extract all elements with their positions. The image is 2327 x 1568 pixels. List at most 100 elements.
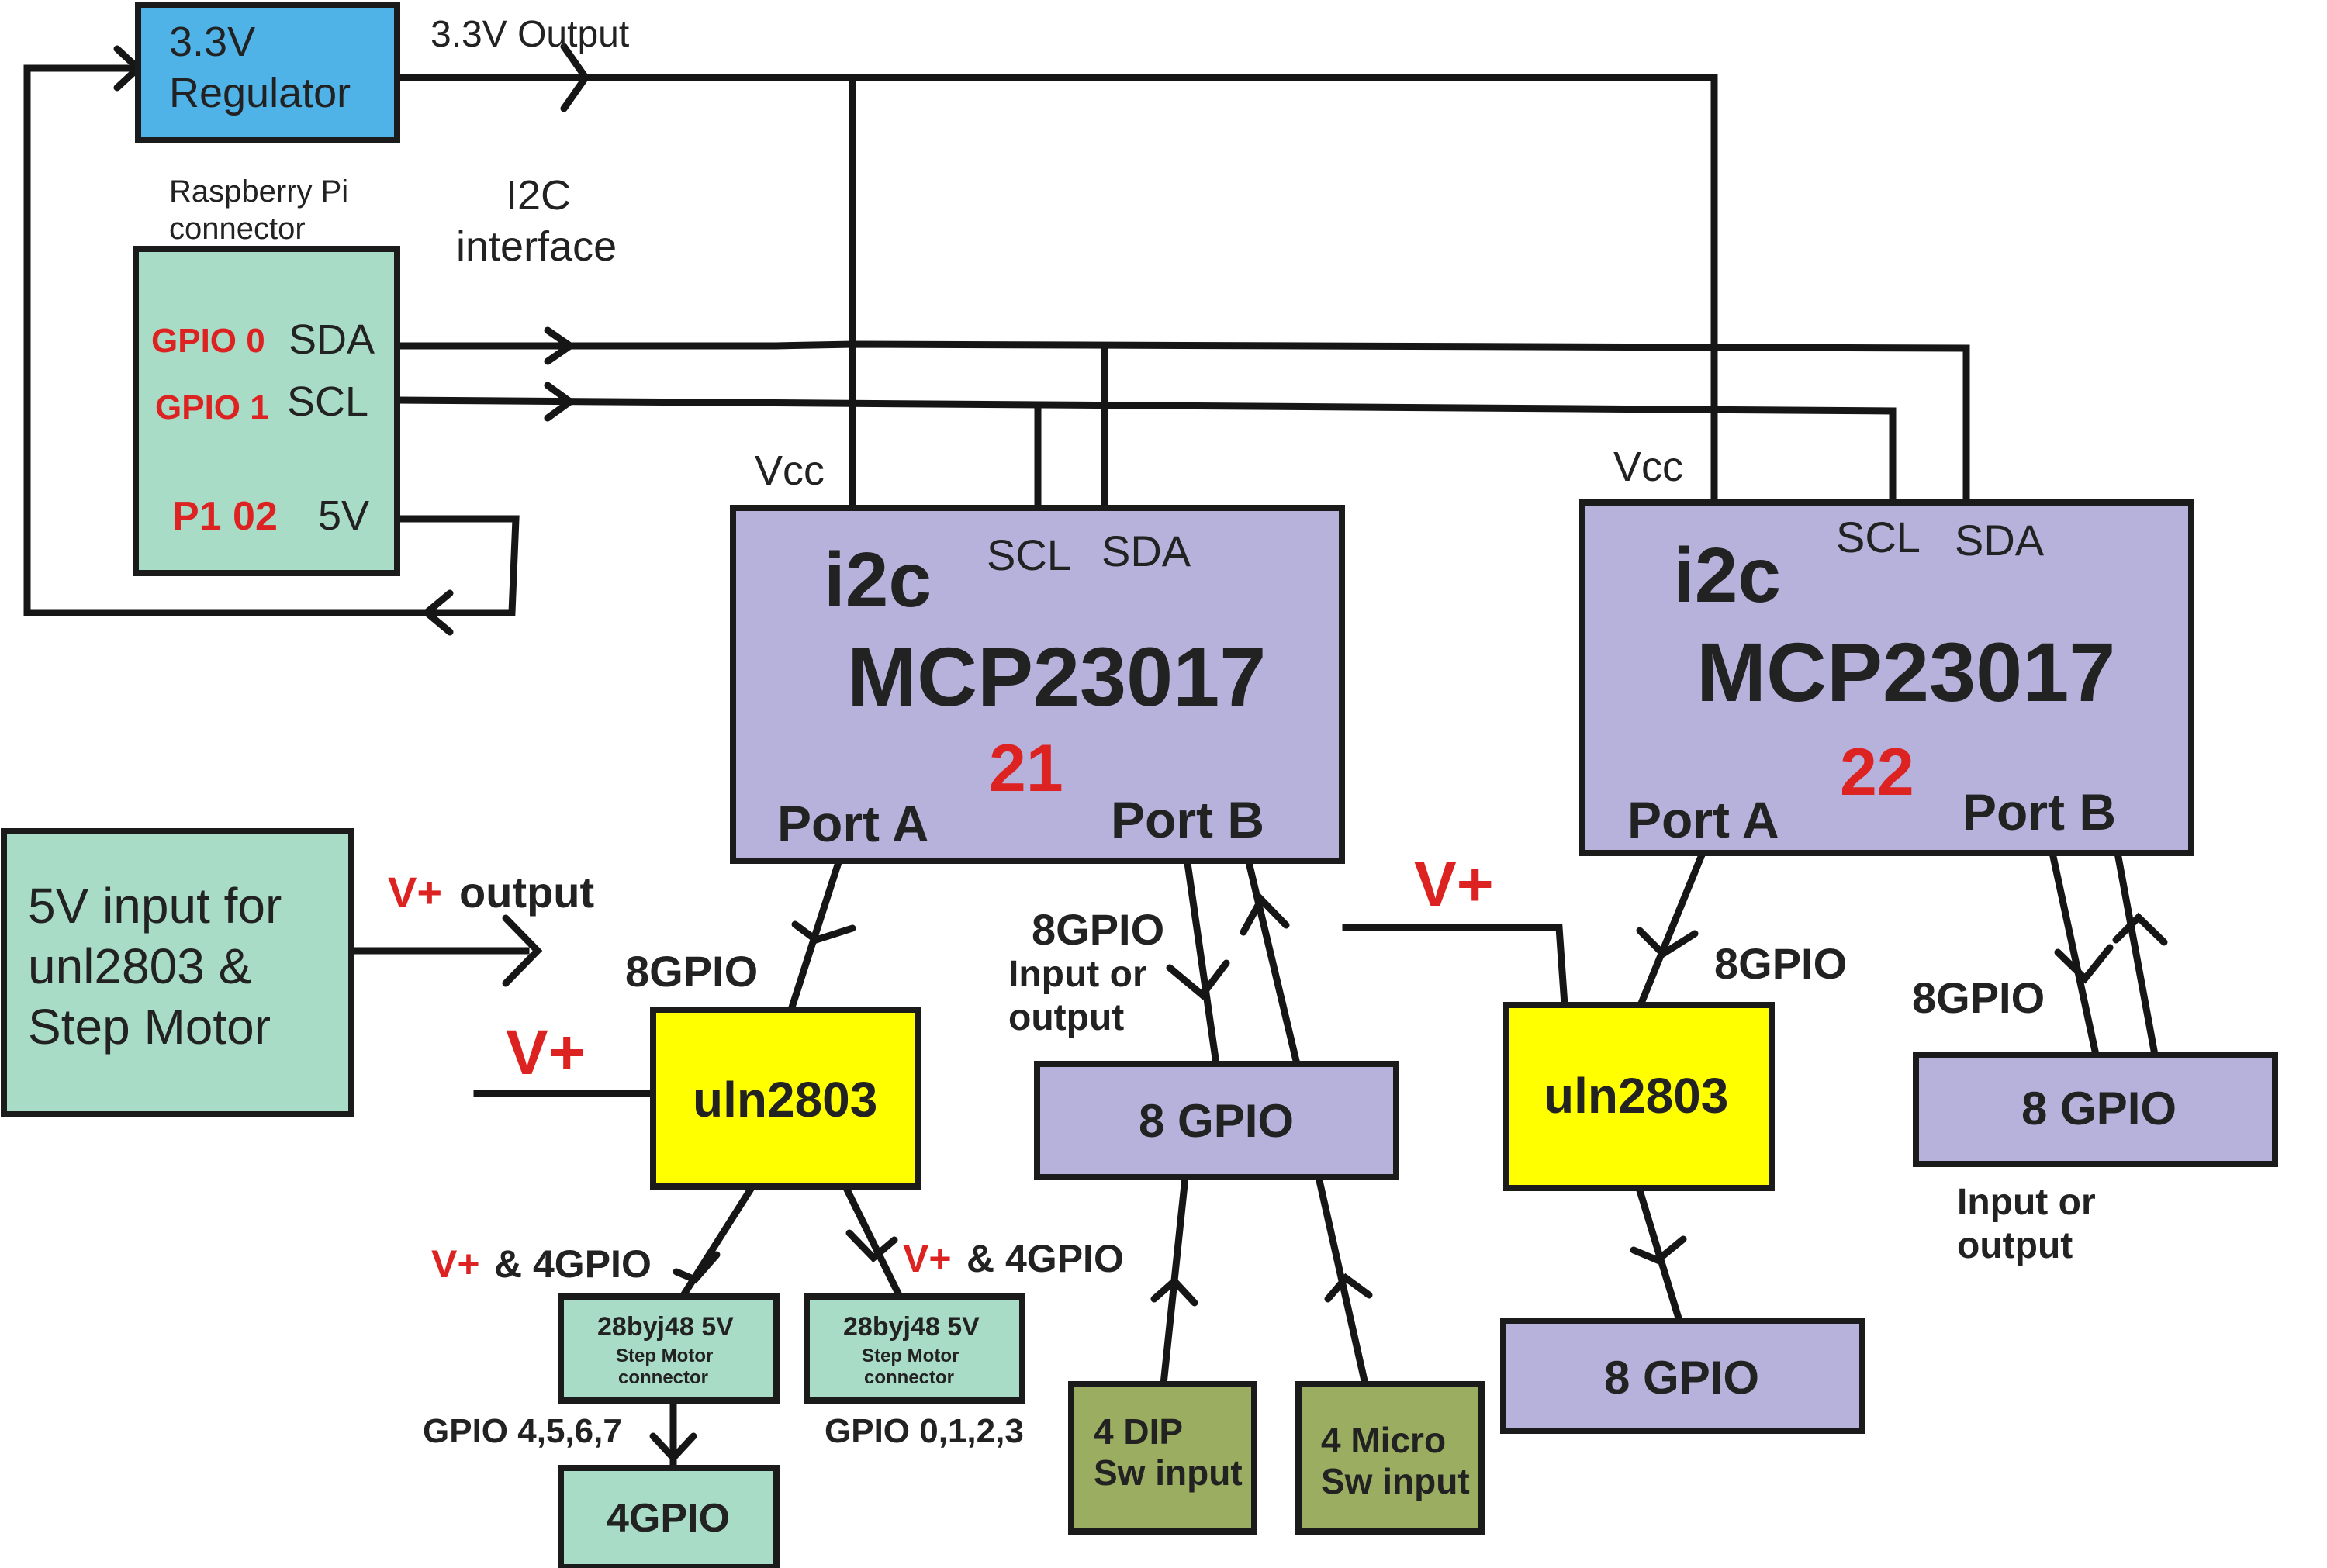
power-input-line-1: 5V input for	[28, 878, 282, 934]
chip-part: MCP23017	[847, 630, 1266, 724]
output-label: output	[459, 868, 594, 917]
motor-pins-label: GPIO 4,5,6,7	[423, 1412, 622, 1450]
sda-label: SDA	[1955, 516, 2045, 565]
driver-2: V+ 8GPIO uln2803 8 GPIO	[1414, 849, 1865, 1434]
driver2-to-gpio	[1634, 1183, 1684, 1325]
input-or-output-label-1: Input or	[1008, 954, 1147, 995]
switch-label-2: Sw input	[1321, 1461, 1470, 1501]
chip-address: 21	[989, 731, 1063, 806]
i2c-interface-label-1: I2C	[506, 172, 571, 219]
power-input-line-3: Step Motor	[28, 999, 271, 1055]
power-input-block: 5V input for unl2803 & Step Motor V+ out…	[1, 828, 594, 1117]
chip-21: Vcc SCL SDA i2c MCP23017 21 Port A Port …	[730, 447, 1345, 864]
gpio-box-label: 8 GPIO	[1604, 1352, 1759, 1404]
gpio-box	[1034, 1061, 1399, 1180]
port-a-label: Port A	[1627, 791, 1779, 848]
arrow-up-icon	[1150, 1276, 1198, 1307]
pi-connector-caption-2: connector	[169, 212, 306, 246]
gpio-branch-label-2: & 4GPIO	[966, 1237, 1124, 1280]
chip-part: MCP23017	[1696, 625, 2115, 719]
switch-label-1: 4 Micro	[1321, 1420, 1446, 1460]
port-a-label: Port A	[777, 795, 929, 852]
pin-gpio1: GPIO 1	[155, 389, 269, 427]
arrow-up-icon	[2112, 912, 2168, 946]
chip21-portb-out	[1182, 853, 1221, 1069]
vplus-line-driver2	[1342, 924, 1568, 1009]
regulator-label-1: 3.3V	[169, 19, 255, 65]
motor-label-1: 28byj48 5V	[843, 1312, 980, 1342]
four-gpio-label: 4GPIO	[607, 1496, 730, 1541]
regulator-label-2: Regulator	[169, 70, 351, 116]
gpio8-label: 8GPIO	[625, 947, 758, 996]
driver1-to-motor2	[840, 1181, 905, 1302]
arrow-up-icon	[1240, 893, 1290, 936]
chip-title: i2c	[824, 537, 932, 623]
arrow-down-icon	[649, 1432, 697, 1463]
signal-scl: SCL	[287, 378, 368, 425]
chip-box	[730, 505, 1345, 864]
arrows	[113, 43, 2168, 1463]
gpio-branch-label-1: & 4GPIO	[494, 1242, 652, 1286]
motor-connectors: V+ & 4GPIO V+ & 4GPIO 28byj48 5V Step Mo…	[423, 1237, 1124, 1568]
pi-connector-box	[133, 246, 400, 576]
motor-pins-label: GPIO 0,1,2,3	[825, 1412, 1024, 1450]
port-b-label: Port B	[1111, 791, 1264, 848]
regulator-block: 3.3V Regulator 3.3V Output	[135, 2, 629, 143]
motor-label-2: Step Motor	[862, 1345, 959, 1366]
gpio8-label: 8GPIO	[1912, 973, 2045, 1022]
motor-connector-box	[804, 1293, 1025, 1404]
uln2803-box	[650, 1007, 921, 1190]
switch-inputs: 4 DIP Sw input 4 Micro Sw input	[1068, 1381, 1485, 1535]
vcc-label: Vcc	[755, 447, 825, 494]
scl-bus	[393, 396, 1897, 506]
loop-5v	[23, 64, 520, 616]
gpio-box	[1913, 1052, 2278, 1167]
switch-label-2: Sw input	[1094, 1452, 1243, 1493]
chip-address: 22	[1840, 735, 1914, 810]
chip22-portb-gpio: 8GPIO 8 GPIO Input or output	[1912, 973, 2278, 1266]
motor-label-1: 28byj48 5V	[597, 1312, 734, 1342]
arrow-right-icon	[560, 43, 590, 112]
vplus-label: V+	[506, 1017, 586, 1088]
arrow-down-icon	[1630, 1235, 1687, 1265]
gpio-box-label: 8 GPIO	[2021, 1083, 2177, 1135]
gpio-box-label: 8 GPIO	[1139, 1095, 1294, 1147]
arrow-down-icon	[673, 1251, 721, 1284]
chip22-porta-to-driver	[1636, 848, 1707, 1010]
gpio8-label: 8GPIO	[1032, 905, 1164, 954]
power-input-box	[1, 828, 354, 1117]
port-b-label: Port B	[1962, 783, 2116, 841]
chip-title: i2c	[1673, 532, 1781, 619]
arrow-left-icon	[420, 589, 454, 636]
dip-switch-box	[1068, 1381, 1257, 1535]
arrow-right-icon	[544, 382, 576, 422]
wires	[23, 64, 2159, 1472]
micro-switch-box	[1295, 1381, 1485, 1535]
arrow-down-icon	[1166, 959, 1230, 1000]
sda-bus	[393, 340, 1970, 506]
chip-22: Vcc SCL SDA i2c MCP23017 22 Port A Port …	[1579, 444, 2194, 856]
arrow-right-icon	[544, 326, 576, 365]
arrow-right-icon	[502, 914, 543, 987]
rail-3v3	[393, 74, 1718, 506]
vplus-branch-label-2: V+	[903, 1237, 952, 1280]
uln2803-box	[1503, 1002, 1775, 1191]
motor-connector-box	[558, 1293, 780, 1404]
vplus-branch-label-1: V+	[431, 1242, 480, 1286]
pi-connector-block: Raspberry Pi connector GPIO 0 SDA GPIO 1…	[133, 174, 400, 576]
pi-connector-caption-1: Raspberry Pi	[169, 174, 348, 209]
arrow-down-icon	[791, 920, 856, 944]
vcc-label: Vcc	[1613, 444, 1683, 490]
chip22-portb-out	[2048, 848, 2101, 1059]
signal-sda: SDA	[289, 316, 375, 363]
uln2803-label: uln2803	[1544, 1068, 1728, 1124]
input-or-output-label-1: Input or	[1957, 1182, 2096, 1223]
motor-label-3: connector	[864, 1367, 954, 1388]
gpio-box	[1500, 1318, 1865, 1434]
arrow-up-icon	[1324, 1273, 1373, 1303]
vplus-label: V+	[1414, 849, 1494, 920]
arrow-down-icon	[845, 1229, 898, 1263]
pin-gpio0: GPIO 0	[151, 322, 265, 360]
chip-box	[1579, 499, 2194, 856]
